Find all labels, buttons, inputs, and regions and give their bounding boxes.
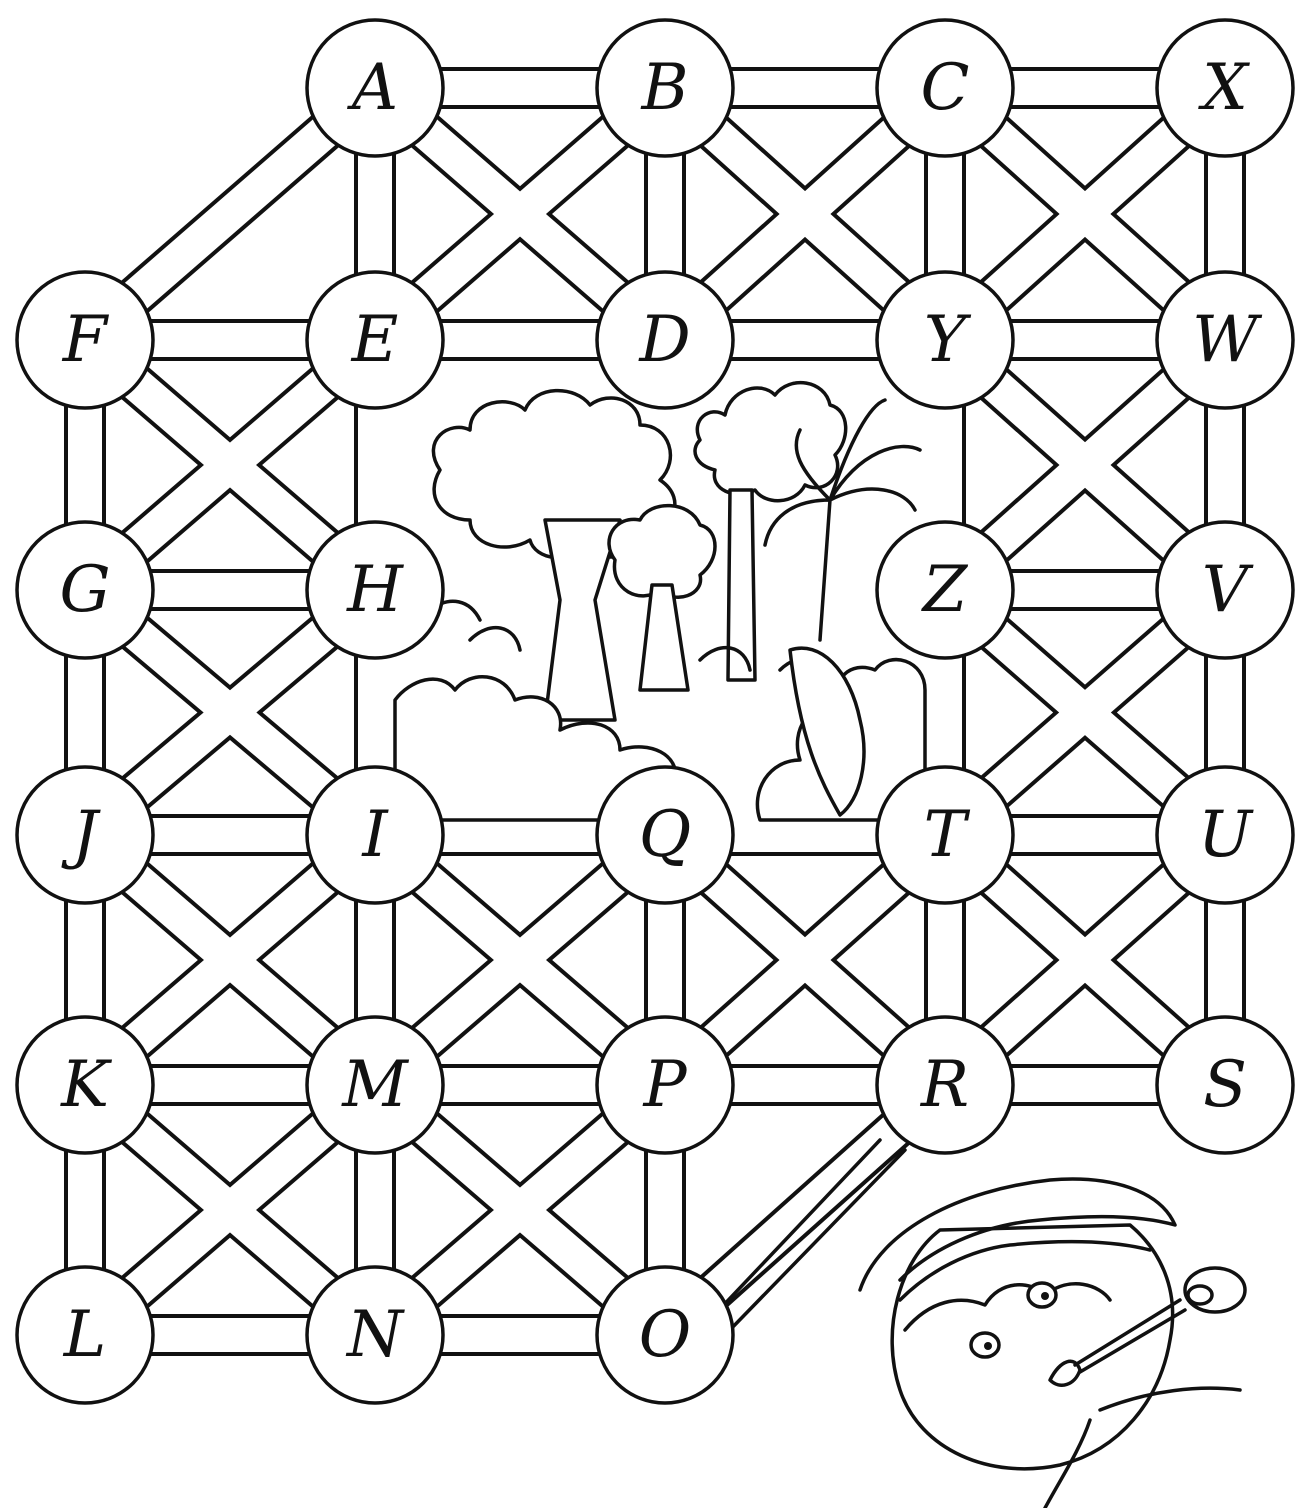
letter-node-u[interactable]: U xyxy=(1157,767,1293,903)
letter-node-label: W xyxy=(1192,303,1263,377)
letter-node-p[interactable]: P xyxy=(597,1017,733,1153)
letter-node-b[interactable]: B xyxy=(597,20,733,156)
letter-node-label: D xyxy=(638,303,690,377)
letter-node-g[interactable]: G xyxy=(17,522,153,658)
letter-node-k[interactable]: K xyxy=(17,1017,153,1153)
letter-node-label: B xyxy=(640,51,688,125)
letter-node-label: G xyxy=(59,553,110,627)
letter-node-c[interactable]: C xyxy=(877,20,1013,156)
letter-node-label: I xyxy=(361,798,389,872)
jungle-scene xyxy=(390,370,930,820)
letter-node-r[interactable]: R xyxy=(877,1017,1013,1153)
letter-node-label: R xyxy=(920,1048,969,1122)
letter-node-n[interactable]: N xyxy=(307,1267,443,1403)
letter-node-label: X xyxy=(1197,51,1250,125)
letter-node-j[interactable]: J xyxy=(17,767,153,903)
letter-node-label: L xyxy=(63,1298,107,1372)
letter-node-label: M xyxy=(341,1048,409,1122)
letter-node-label: T xyxy=(924,798,971,872)
letter-node-i[interactable]: I xyxy=(307,767,443,903)
letter-node-x[interactable]: X xyxy=(1157,20,1293,156)
letter-node-m[interactable]: M xyxy=(307,1017,443,1153)
letter-node-label: Y xyxy=(924,303,972,377)
letter-node-label: Q xyxy=(639,798,691,872)
letter-node-label: S xyxy=(1203,1048,1247,1122)
letter-node-h[interactable]: H xyxy=(307,522,443,658)
letter-node-label: C xyxy=(921,51,970,125)
letter-node-label: O xyxy=(639,1298,691,1372)
letter-node-w[interactable]: W xyxy=(1157,272,1293,408)
letter-node-l[interactable]: L xyxy=(17,1267,153,1403)
letter-node-o[interactable]: O xyxy=(597,1267,733,1403)
letter-node-a[interactable]: A xyxy=(307,20,443,156)
boy-illustration xyxy=(860,1179,1245,1508)
letter-node-label: A xyxy=(347,51,398,125)
letter-node-label: K xyxy=(60,1048,112,1122)
letter-node-t[interactable]: T xyxy=(877,767,1013,903)
letter-node-label: F xyxy=(62,303,110,377)
letter-node-d[interactable]: D xyxy=(597,272,733,408)
letter-node-v[interactable]: V xyxy=(1157,522,1293,658)
letter-node-q[interactable]: Q xyxy=(597,767,733,903)
letter-node-e[interactable]: E xyxy=(307,272,443,408)
letter-node-label: U xyxy=(1198,798,1254,872)
letter-node-label: V xyxy=(1202,553,1254,627)
letter-node-label: Z xyxy=(921,553,969,627)
letter-node-f[interactable]: F xyxy=(17,272,153,408)
letter-node-y[interactable]: Y xyxy=(877,272,1013,408)
letter-node-label: H xyxy=(346,553,404,627)
letter-node-s[interactable]: S xyxy=(1157,1017,1293,1153)
letter-node-label: N xyxy=(345,1298,405,1372)
letter-node-z[interactable]: Z xyxy=(877,522,1013,658)
letter-node-label: P xyxy=(642,1048,687,1122)
letter-node-label: E xyxy=(351,303,399,377)
